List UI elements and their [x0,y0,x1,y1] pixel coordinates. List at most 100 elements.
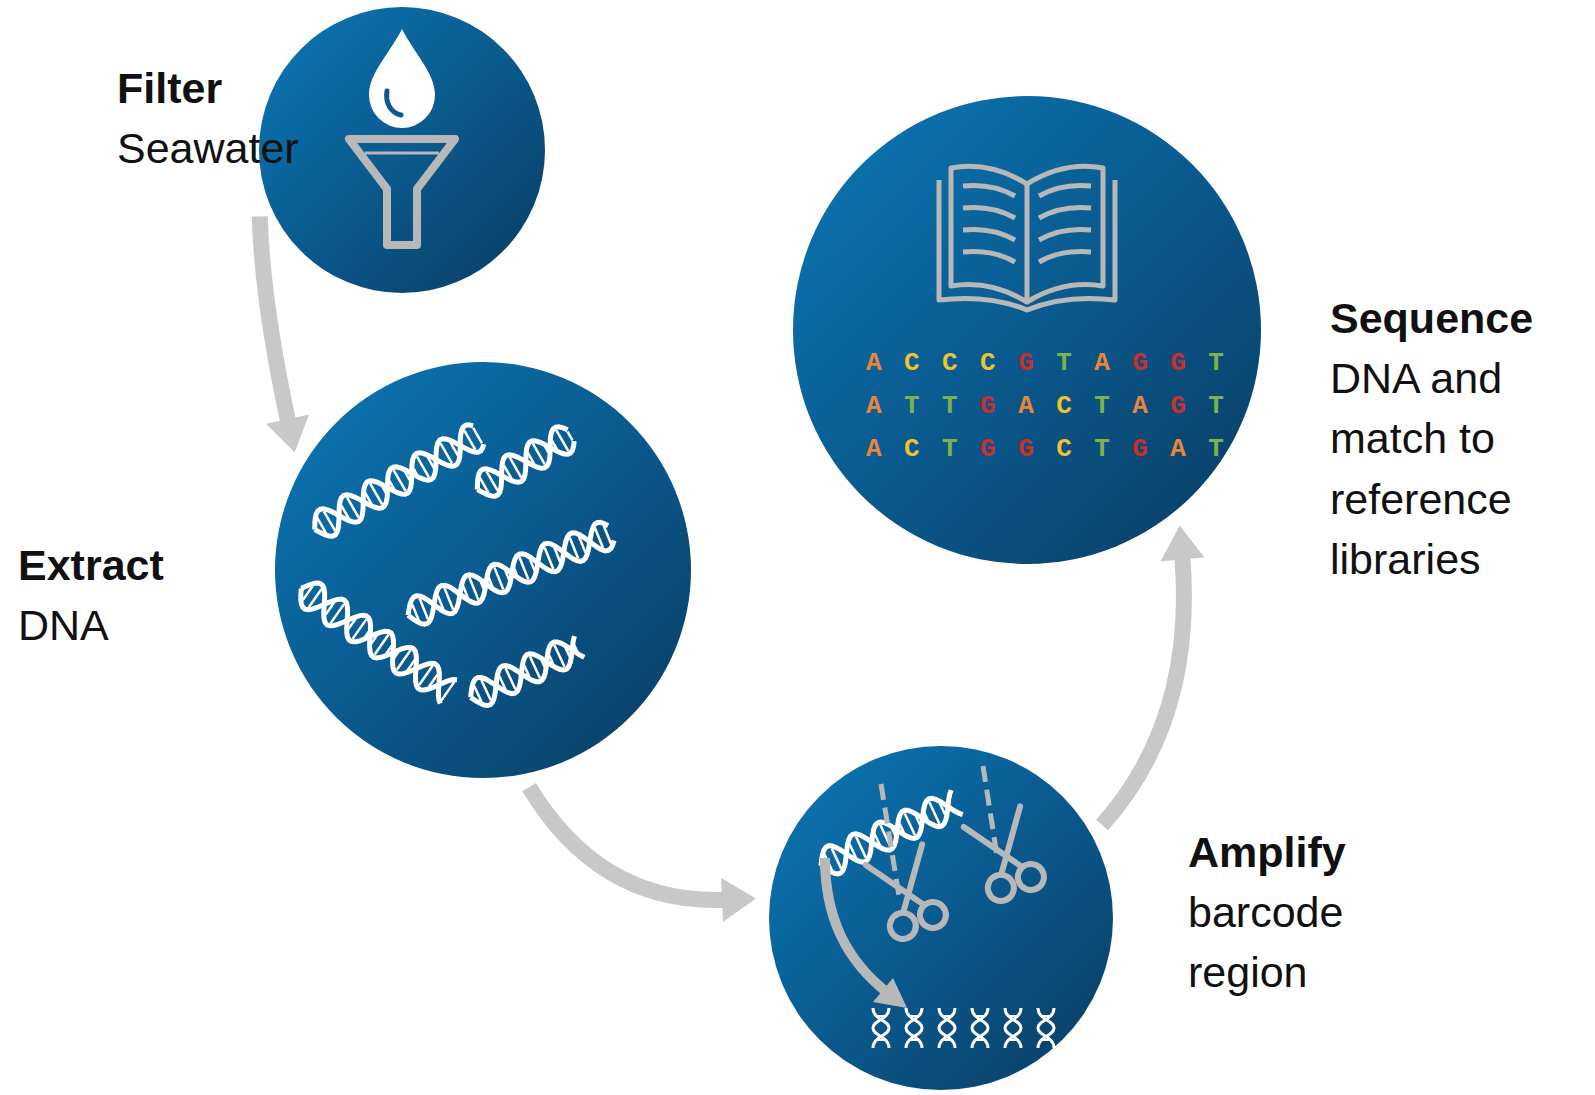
helix-rung [545,446,549,452]
helix-rung [595,528,603,547]
helix-rung [524,665,529,677]
helix-strand [293,576,458,704]
sequence-letter: G [1132,434,1151,464]
helix-rung [417,457,429,478]
helix-rung [554,645,564,667]
mini-rung [941,1039,953,1041]
helix-rung [331,604,344,623]
helix-rung [832,848,841,868]
step-heading: Amplify [1188,822,1408,882]
sequence-letter [1113,391,1132,421]
helix-rung [444,588,453,610]
sequence-letter: G [1132,348,1151,378]
sequence-letter: A [1018,391,1037,421]
helix-rung [925,813,928,819]
helix-rung [856,837,866,858]
arrow-shaft [1102,555,1184,825]
mini-rung [908,1039,920,1041]
helix-rung [413,468,417,474]
sequence-letter: G [1170,348,1189,378]
helix-rung [545,547,554,569]
sequence-letter: A [866,348,885,378]
helix-rung [905,813,915,835]
mini-rung [1040,1015,1052,1017]
helix-rung [481,680,490,700]
sequence-letter: G [1018,434,1037,464]
helix-rung [510,457,522,477]
step-circle: FilterSeawater [259,7,545,293]
helix-rung [389,481,394,490]
mini-helix [972,1008,988,1048]
helix-rung [504,465,512,478]
helix-strand [402,519,616,629]
sequence-letter [1151,391,1170,421]
mini-rung [1007,1039,1019,1041]
step-caption: FilterSeawater [117,58,347,178]
flow-arrow [529,787,756,922]
sequence-letter [1075,391,1094,421]
mini-rung [1040,1039,1052,1041]
helix-rung [850,844,856,858]
step-circle: SequenceDNA and match to reference libra… [793,96,1261,564]
helix-rung [552,441,557,450]
sequence-letter: A [866,434,885,464]
helix-rung [341,505,349,518]
helix-rung [489,577,493,586]
mini-helix [1005,1008,1021,1048]
sequence-letter [1113,348,1132,378]
helix-rung [494,567,503,589]
helix-rung [533,444,545,465]
mini-helix [906,1008,922,1048]
sequence-letter [961,348,980,378]
helix-rung [412,604,419,620]
helix-rung [394,652,398,658]
helix-rung [480,478,489,493]
helix-rung [365,493,371,504]
sequence-letter: T [1056,348,1075,378]
sequence-letter: G [980,391,999,421]
mini-rung [1007,1015,1019,1017]
helix-rung [554,548,560,562]
sequence-letter [923,434,942,464]
helix-rung [506,668,516,689]
helix-rung [382,486,386,492]
book-icon [793,96,1261,564]
mini-helix [939,1008,955,1048]
step-circle: Amplifybarcode region [769,746,1113,1090]
amplify-icon [769,746,1113,1090]
helix-rung [499,676,505,690]
helix-rung [405,472,410,481]
sequence-letter: G [1170,391,1189,421]
helix-rung [568,432,573,441]
helix-rung [438,595,444,609]
sequence-letter: G [980,434,999,464]
step-circle: ExtractDNA [275,362,691,778]
sequence-letter: T [1208,348,1227,378]
helix-strand [464,633,585,711]
mini-rung [908,1015,920,1017]
sequence-letter [923,348,942,378]
sequence-letter [999,391,1018,421]
sequence-letter [885,348,904,378]
mini-rung [875,1039,887,1041]
arrow-head [1161,525,1205,561]
sequence-letter [961,434,980,464]
helix-rung [441,443,453,463]
mini-helix [1038,1008,1054,1048]
step-heading: Filter [117,58,347,118]
sequence-letter [923,391,942,421]
sequence-letter: C [1056,391,1075,421]
helix-rung [514,568,517,575]
helix-strand [470,423,578,503]
helix-rung [309,589,322,607]
step-description: Seawater [117,118,347,178]
arrow-head [721,878,756,922]
sequence-letter [1075,348,1094,378]
helix-strand [307,422,486,542]
sequence-letter: T [942,434,961,464]
helix-strand [307,422,486,542]
step-heading: Sequence [1330,288,1580,348]
helix-rung [317,518,326,533]
helix-rung [481,582,484,589]
sequence-letter [1151,348,1170,378]
